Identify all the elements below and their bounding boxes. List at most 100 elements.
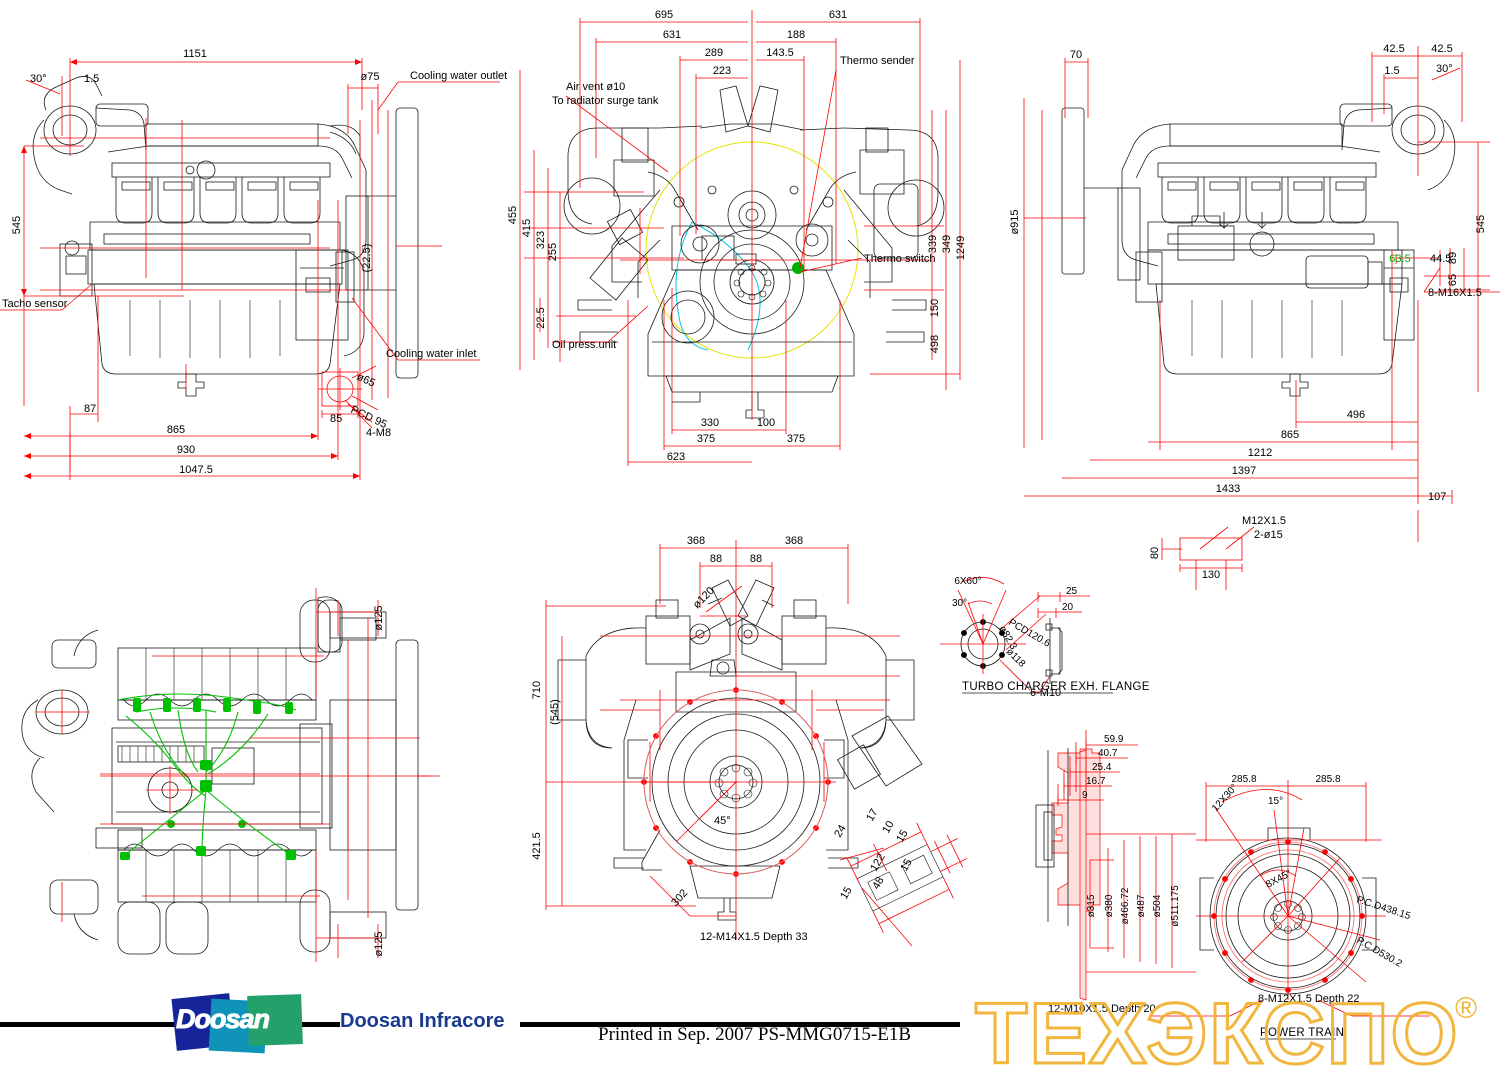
dim-22p5-front: 22.5 — [535, 307, 547, 328]
logo-wordmark: Doosan — [175, 1004, 270, 1035]
dim-85: 85 — [330, 413, 342, 425]
left-side-arrowheads — [21, 59, 362, 479]
dim-375r: 375 — [787, 433, 805, 445]
dim-pcd530p2: P.C.D530.2 — [1355, 935, 1405, 970]
dim-40p7: 40.7 — [1098, 748, 1118, 759]
dim-15b: 15 — [898, 857, 915, 874]
brand-subtitle: Doosan Infracore — [340, 1010, 505, 1032]
label-cooling-water-outlet: Cooling water outlet — [410, 70, 507, 82]
dim-63p5: 63.5 — [1389, 253, 1410, 265]
dim-22p5: (22.5) — [361, 244, 373, 273]
dim-330: 330 — [701, 417, 719, 429]
dim-88-l: 88 — [710, 553, 722, 565]
leader-8-m16 — [1423, 267, 1441, 293]
footer-rule-left — [0, 1022, 340, 1027]
dim-89: 89 — [1447, 252, 1459, 264]
dim-30deg-r: 30° — [1436, 63, 1453, 75]
dim-1212: 1212 — [1248, 447, 1272, 459]
label-radiator-surge-tank: To radiator surge tank — [552, 95, 659, 107]
front-aux-belt-path — [675, 221, 761, 351]
dim-1433: 1433 — [1216, 483, 1240, 495]
power-train-section-dimensions — [1057, 730, 1196, 973]
rear-engine-outline — [557, 579, 944, 921]
dim-d466p72: ø466.72 — [1120, 887, 1131, 924]
dim-415: 415 — [521, 219, 533, 237]
label-2-d15: 2-ø15 — [1254, 529, 1283, 541]
dim-12x30: 12X30° — [1210, 782, 1240, 814]
dim-d511p175: ø511.175 — [1170, 885, 1181, 927]
dim-d125-bottom: ø125 — [373, 931, 385, 956]
dim-223: 223 — [713, 65, 731, 77]
view-turbo-flange: 6X60° 30° ø82.3 PCD120.6 ø118 25 20 6-M1… — [940, 576, 1150, 699]
label-8-m12x1p5: 8-M12X1.5 Depth 22 — [1258, 993, 1360, 1005]
dim-17: 17 — [864, 807, 881, 824]
dim-25p4: 25.4 — [1092, 762, 1112, 773]
watermark-registered-icon: ® — [1455, 992, 1478, 1025]
turbo-flange-dimensions — [940, 577, 1090, 693]
dim-255: 255 — [547, 243, 559, 261]
dim-150: 150 — [929, 299, 941, 317]
dim-d315: ø315 — [1086, 894, 1097, 917]
dim-16p7: 16.7 — [1086, 776, 1106, 787]
dim-122: 122 — [868, 852, 888, 874]
dim-d75: ø75 — [361, 71, 380, 83]
label-oil-press-unit: Oil press.unit — [552, 339, 616, 351]
dim-623: 623 — [667, 451, 685, 463]
top-plan-fuel-pipes — [117, 693, 297, 860]
dim-d504: ø504 — [1152, 894, 1163, 917]
view-front: 695 631 631 188 289 143.5 223 455 415 32… — [507, 9, 967, 466]
dim-10: 10 — [880, 819, 897, 836]
dim-375l: 375 — [697, 433, 715, 445]
dim-368-l: 368 — [687, 535, 705, 547]
dim-15a: 15 — [894, 828, 911, 845]
dim-45deg: 45° — [714, 815, 731, 827]
leader-4-m8 — [344, 399, 373, 429]
view-rear: 368 368 88 88 ø120 710 (545) 421.5 45° 3… — [531, 535, 968, 947]
dim-289: 289 — [705, 47, 723, 59]
dim-545-paren: (545) — [549, 699, 561, 725]
dim-421p5: 421.5 — [531, 832, 543, 860]
dim-42p5-r: 42.5 — [1431, 43, 1452, 55]
dim-188: 188 — [787, 29, 805, 41]
label-cooling-water-inlet: Cooling water inlet — [386, 348, 477, 360]
right-side-dimensions — [1023, 46, 1490, 590]
top-plan-dimensions — [36, 588, 440, 962]
dim-1249: 1249 — [955, 236, 967, 260]
label-12-m14x1p5: 12-M14X1.5 Depth 33 — [700, 931, 808, 943]
footer-rule-right — [520, 1022, 960, 1027]
dim-30deg: 30° — [30, 73, 47, 85]
dim-339: 339 — [927, 235, 939, 253]
rear-dimensions — [545, 540, 968, 947]
dim-65: 65 — [1447, 274, 1459, 286]
top-plan-engine-outline — [21, 596, 419, 955]
dim-930: 930 — [177, 444, 195, 456]
label-m12x1p5: M12X1.5 — [1242, 515, 1286, 527]
dim-d487: ø487 — [1136, 894, 1147, 917]
front-thermo-switch-marker — [792, 262, 804, 274]
dim-25: 25 — [1066, 586, 1078, 597]
dim-d125-top: ø125 — [373, 605, 385, 630]
dim-865: 865 — [167, 424, 185, 436]
left-side-dimensions — [23, 58, 442, 480]
dim-1p5-r: 1.5 — [1384, 65, 1399, 77]
leader-cooling-water-outlet — [377, 81, 399, 111]
title-turbo-flange: TURBO CHARGER EXH. FLANGE — [962, 681, 1150, 693]
dim-1397: 1397 — [1232, 465, 1256, 477]
dim-d118: ø118 — [1004, 646, 1028, 670]
view-left-side: 1151 1.5 30° ø75 545 (22.5) 87 865 930 1… — [0, 48, 507, 480]
left-side-engine-outline — [32, 76, 419, 397]
label-thermo-switch: Thermo switch — [864, 253, 936, 265]
dim-695: 695 — [655, 9, 673, 21]
dim-631r: 631 — [829, 9, 847, 21]
dim-496: 496 — [1347, 409, 1365, 421]
dim-42p5-l: 42.5 — [1383, 43, 1404, 55]
dim-15deg: 15° — [1268, 796, 1283, 807]
title-power-train: POWER TRAIN — [1260, 1027, 1344, 1039]
dim-545-r: 545 — [1475, 215, 1487, 233]
dim-6x60: 6X60° — [954, 576, 981, 587]
dim-545: 545 — [11, 216, 23, 234]
dim-349: 349 — [941, 235, 953, 253]
dim-285p8-l: 285.8 — [1231, 774, 1256, 785]
label-thermo-sender: Thermo sender — [840, 55, 915, 67]
